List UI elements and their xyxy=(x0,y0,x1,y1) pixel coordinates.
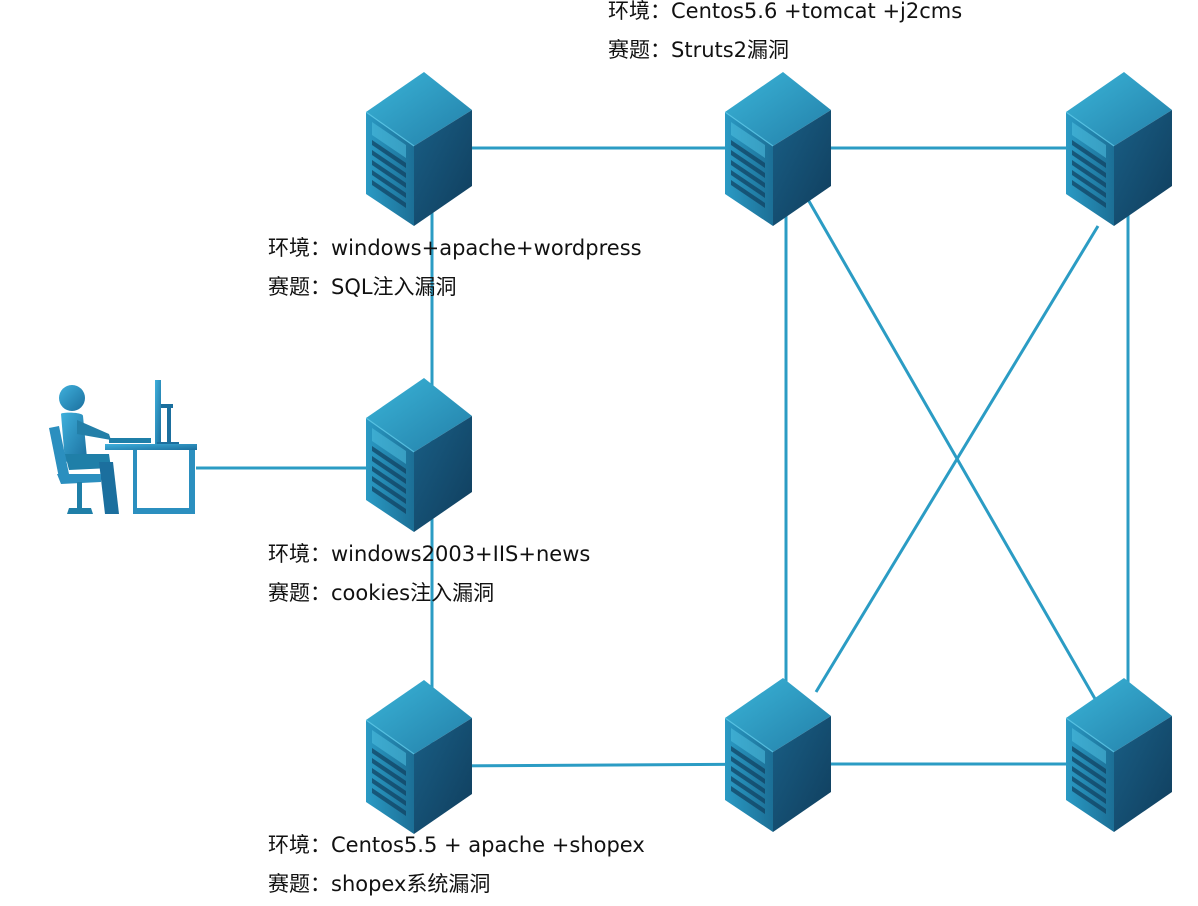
server-top-right-icon xyxy=(1066,72,1172,226)
server-top-left-icon xyxy=(366,72,472,226)
server-bottom-left-label: 环境：Centos5.5 + apache +shopex 赛题：shopex系… xyxy=(268,826,645,904)
server-top-mid-label: 环境：Centos5.6 +tomcat +j2cms 赛题：Struts2漏洞 xyxy=(608,0,962,70)
environment-text: 环境：Centos5.5 + apache +shopex xyxy=(268,833,645,857)
challenge-text: 赛题：cookies注入漏洞 xyxy=(268,581,495,605)
server-mid-left-icon xyxy=(366,378,472,532)
challenge-text: 赛题：Struts2漏洞 xyxy=(608,38,790,62)
server-mid-left-label: 环境：windows2003+IIS+news 赛题：cookies注入漏洞 xyxy=(268,535,590,613)
environment-text: 环境：windows+apache+wordpress xyxy=(268,236,642,260)
environment-text: 环境：windows2003+IIS+news xyxy=(268,542,591,566)
server-bottom-mid-icon xyxy=(725,678,831,832)
challenge-text: 赛题：shopex系统漏洞 xyxy=(268,872,491,896)
link-server-top-mid-to-server-bottom-right xyxy=(804,195,1100,705)
server-top-left-label: 环境：windows+apache+wordpress 赛题：SQL注入漏洞 xyxy=(268,229,642,307)
environment-text: 环境：Centos5.6 +tomcat +j2cms xyxy=(608,0,963,23)
server-bottom-left-icon xyxy=(366,680,472,834)
link-server-top-right-to-server-bottom-mid xyxy=(814,225,1100,693)
server-bottom-right-icon xyxy=(1066,678,1172,832)
person-at-workstation-icon xyxy=(49,380,197,514)
server-top-mid-icon xyxy=(725,72,831,226)
challenge-text: 赛题：SQL注入漏洞 xyxy=(268,275,457,299)
